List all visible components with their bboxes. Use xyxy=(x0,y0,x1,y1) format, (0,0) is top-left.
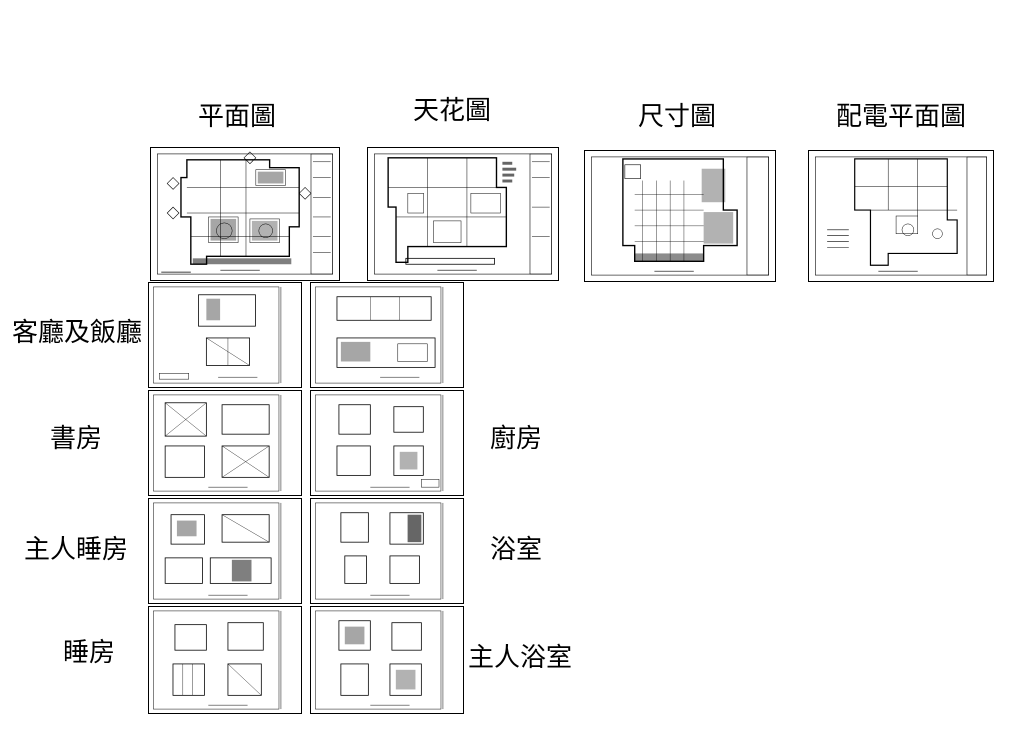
label-kitchen: 廚房 xyxy=(490,424,543,454)
label-living-dining: 客廳及飯廳 xyxy=(12,318,143,348)
sheet-dimension-plan xyxy=(584,150,776,282)
sheet-electrical-plan xyxy=(808,150,994,282)
floor-plan-drawing xyxy=(157,151,333,275)
sheet-kitchen xyxy=(310,390,464,496)
study-drawing xyxy=(153,394,282,492)
sheet-ceiling-plan xyxy=(367,147,559,281)
sheet-bedroom xyxy=(148,606,302,714)
sheet-bathroom xyxy=(310,498,464,604)
label-master-bathroom: 主人浴室 xyxy=(468,643,573,673)
living-dining-drawing-1 xyxy=(153,286,282,384)
master-bathroom-drawing xyxy=(315,610,444,710)
bedroom-drawing xyxy=(153,610,282,710)
sheet-master-bathroom xyxy=(310,606,464,714)
sheet-floor-plan xyxy=(150,147,340,281)
label-bathroom: 浴室 xyxy=(490,535,543,565)
dimension-plan-drawing xyxy=(591,156,769,276)
label-study: 書房 xyxy=(50,424,103,454)
label-ceiling: 天花圖 xyxy=(413,96,492,126)
label-dimension: 尺寸圖 xyxy=(638,102,717,132)
label-plan: 平面圖 xyxy=(198,102,277,132)
ceiling-plan-drawing xyxy=(374,153,552,275)
label-bedroom: 睡房 xyxy=(63,638,116,668)
sheet-living-dining-2 xyxy=(310,282,464,388)
living-dining-drawing-2 xyxy=(315,286,444,384)
master-bedroom-drawing xyxy=(153,502,282,600)
sheet-living-dining-1 xyxy=(148,282,302,388)
bathroom-drawing xyxy=(315,502,444,600)
sheet-study xyxy=(148,390,302,496)
label-master-bedroom: 主人睡房 xyxy=(24,535,129,565)
electrical-plan-drawing xyxy=(815,156,987,276)
label-electrical: 配電平面圖 xyxy=(836,102,967,132)
kitchen-drawing xyxy=(315,394,444,492)
sheet-master-bedroom xyxy=(148,498,302,604)
